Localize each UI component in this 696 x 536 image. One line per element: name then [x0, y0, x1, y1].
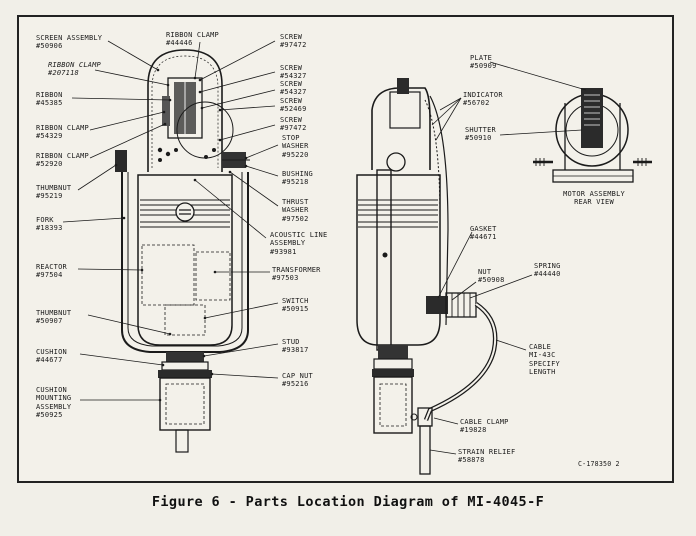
callout-plate: PLATE #50909 — [470, 54, 497, 71]
callout-ribbon-clamp-52920: RIBBON CLAMP #52920 — [36, 152, 89, 169]
motor-assembly-view — [533, 88, 652, 183]
callout-cushion: CUSHION #44677 — [36, 348, 67, 365]
drawing-number: C-178350 2 — [578, 460, 620, 468]
callout-stud: STUD #93817 — [282, 338, 309, 355]
callout-screen-assembly: SCREEN ASSEMBLY #50906 — [36, 34, 103, 51]
callout-motor-assembly: MOTOR ASSEMBLY REAR VIEW — [563, 190, 625, 207]
callout-screw-54327-b: SCREW #54327 — [280, 80, 307, 97]
callout-spring: SPRING #44440 — [534, 262, 561, 279]
callout-screw-97472-top: SCREW #97472 — [280, 33, 307, 50]
callout-thrust-washer: THRUST WASHER #97502 — [282, 198, 309, 223]
callout-acoustic-line: ACOUSTIC LINE ASSEMBLY #93981 — [270, 231, 328, 256]
callout-screw-52469: SCREW #52469 — [280, 97, 307, 114]
callout-nut: NUT #50908 — [478, 268, 505, 285]
callout-fork: FORK #18393 — [36, 216, 63, 233]
callout-screw-97472-b: SCREW #97472 — [280, 116, 307, 133]
callout-screw-54327-a: SCREW #54327 — [280, 64, 307, 81]
callout-ribbon-clamp-44446: RIBBON CLAMP #44446 — [166, 31, 219, 48]
callout-thumbnut-50907: THUMBNUT #50907 — [36, 309, 72, 326]
callout-cable-clamp: CABLE CLAMP #19828 — [460, 418, 509, 435]
callout-cushion-mounting: CUSHION MOUNTING ASSEMBLY #50925 — [36, 386, 72, 420]
callout-strain-relief: STRAIN RELIEF #58878 — [458, 448, 516, 465]
callout-stop-washer: STOP WASHER #95220 — [282, 134, 309, 159]
callout-transformer: TRANSFORMER #97503 — [272, 266, 321, 283]
callout-bushing: BUSHING #95218 — [282, 170, 313, 187]
side-view-microphone — [356, 78, 498, 475]
callout-cap-nut: CAP NUT #95216 — [282, 372, 313, 389]
figure-caption: Figure 6 - Parts Location Diagram of MI-… — [151, 494, 545, 510]
callout-switch: SWITCH #50915 — [282, 297, 309, 314]
callout-gasket: GASKET #44671 — [470, 225, 497, 242]
callout-indicator: INDICATOR #56702 — [463, 91, 503, 108]
callout-ribbon-clamp-207118: RIBBON CLAMP #207118 — [48, 61, 101, 78]
callout-ribbon-clamp-54329: RIBBON CLAMP #54329 — [36, 124, 89, 141]
callout-shutter: SHUTTER #50910 — [465, 126, 496, 143]
front-view-microphone — [115, 49, 250, 453]
callout-thumbnut-95219: THUMBNUT #95219 — [36, 184, 72, 201]
callout-cable: CABLE MI-43C SPECIFY LENGTH — [529, 343, 560, 377]
callout-reactor: REACTOR #97504 — [36, 263, 67, 280]
callout-ribbon: RIBBON #45385 — [36, 91, 63, 108]
leader-lines — [62, 40, 587, 455]
drawing-frame — [17, 15, 674, 483]
